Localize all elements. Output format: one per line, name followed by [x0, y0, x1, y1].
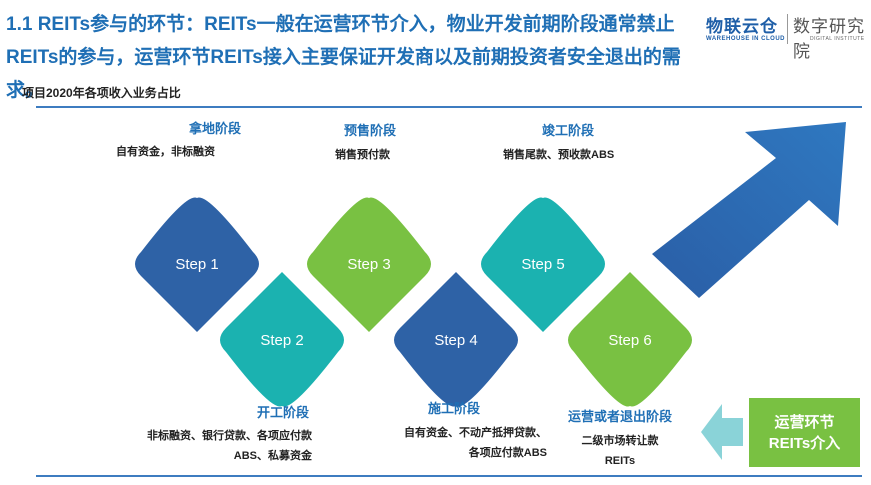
bottom-divider	[36, 475, 862, 477]
step-shape-3	[307, 197, 431, 332]
stage-start-title: 开工阶段	[256, 405, 309, 420]
step-shape-2	[220, 272, 344, 407]
logo-separator	[787, 14, 788, 44]
stage-presale-title: 预售阶段	[343, 123, 396, 138]
step-label-5: Step 5	[521, 256, 564, 273]
logo-brand-cn: 物联云仓	[706, 17, 778, 36]
callout-arrow	[701, 404, 743, 460]
stage-operation-desc: 二级市场转让款 REITs	[565, 431, 675, 471]
stage-start-line1: 非标融资、银行贷款、各项应付款	[147, 430, 312, 442]
logo-brand-en: WAREHOUSE IN CLOUD	[706, 36, 786, 42]
stage-construction-title: 施工阶段	[427, 401, 480, 416]
stage-operation-line1: 二级市场转让款	[581, 435, 659, 447]
brand-logo: 物联云仓 WAREHOUSE IN CLOUD 数字研究院 DIGITAL IN…	[706, 12, 866, 61]
step-shape-4	[394, 272, 518, 407]
step-label-3: Step 3	[347, 256, 390, 273]
step-label-2: Step 2	[260, 332, 303, 349]
stage-land-desc: 自有资金，非标融资	[116, 146, 215, 158]
step-label-6: Step 6	[608, 332, 651, 349]
stage-operation-line2: REITs	[604, 455, 636, 467]
stage-operation-title: 运营或者退出阶段	[567, 409, 672, 424]
stage-land-title: 拿地阶段	[188, 121, 241, 136]
stage-construction-line2: 各项应付款ABS	[468, 447, 547, 459]
reits-callout-box: 运营环节 REITs介入	[749, 398, 860, 467]
stage-construction-desc: 自有资金、不动产抵押贷款、 各项应付款ABS	[372, 423, 547, 463]
step-label-4: Step 4	[434, 332, 477, 349]
stage-presale-desc: 销售预付款	[335, 149, 390, 161]
stage-start-line2: ABS、私募资金	[233, 450, 312, 462]
step-shape-5	[481, 197, 605, 332]
callout-line1: 运营环节	[774, 413, 835, 431]
step-shape-1	[135, 197, 259, 332]
top-divider	[36, 106, 862, 108]
callout-line2: REITs介入	[768, 434, 841, 452]
stage-start-desc: 非标融资、银行贷款、各项应付款 ABS、私募资金	[112, 426, 312, 466]
stage-completion-desc: 销售尾款、预收款ABS	[503, 149, 615, 161]
logo-institute-cn: 数字研究院	[793, 17, 865, 61]
rising-arrow	[652, 122, 846, 298]
stage-construction-line1: 自有资金、不动产抵押贷款、	[404, 427, 547, 439]
chart-subtitle: 项目2020年各项收入业务占比	[22, 86, 181, 100]
slide-title: 1.1 REITs参与的环节：REITs一般在运营环节介入，物业开发前期阶段通常…	[6, 14, 681, 101]
step-label-1: Step 1	[175, 256, 218, 273]
step-shape-6	[568, 272, 692, 407]
stage-completion-title: 竣工阶段	[541, 123, 594, 138]
logo-institute-en: DIGITAL INSTITUTE	[810, 36, 865, 42]
